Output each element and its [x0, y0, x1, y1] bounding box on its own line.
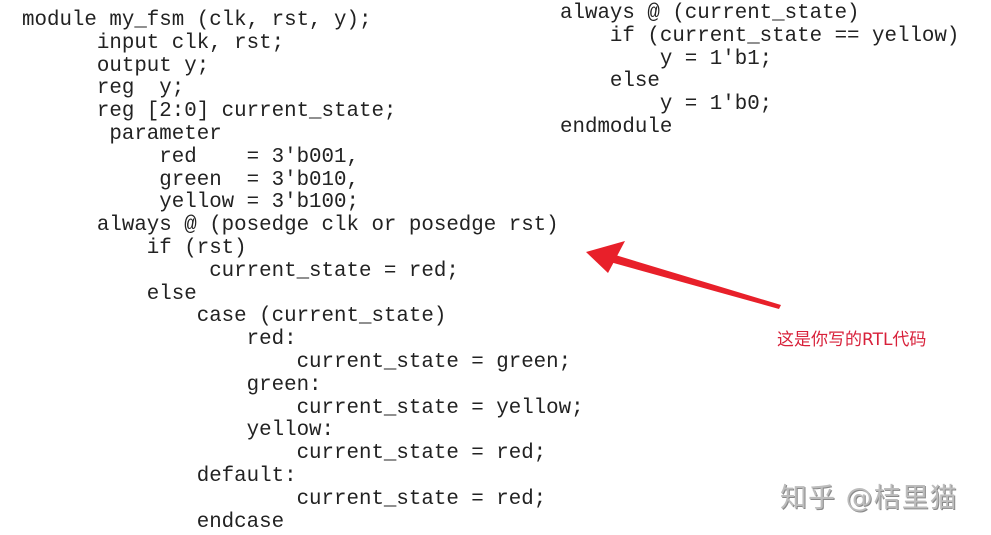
- arrow-shaft: [610, 254, 781, 309]
- code-block-right: always @ (current_state) if (current_sta…: [560, 2, 960, 140]
- code-line: reg y;: [22, 77, 185, 101]
- code-line: current_state = red;: [22, 487, 547, 511]
- code-line: else: [560, 70, 660, 94]
- annotation-label: 这是你写的RTL代码: [777, 330, 927, 350]
- code-line: case (current_state): [22, 305, 447, 329]
- code-line: always @ (posedge clk or posedge rst): [22, 214, 559, 238]
- code-line: current_state = red;: [22, 442, 547, 466]
- code-line: default:: [22, 464, 297, 488]
- code-line: output y;: [22, 54, 210, 78]
- code-line: if (rst): [22, 236, 247, 260]
- code-line: green:: [22, 373, 322, 397]
- code-line: input clk, rst;: [22, 31, 285, 55]
- watermark: 知乎 @桔里猫: [780, 483, 958, 514]
- code-line: red:: [22, 328, 297, 352]
- code-line: reg [2:0] current_state;: [22, 100, 397, 124]
- code-line: endmodule: [560, 115, 673, 139]
- code-line: yellow:: [22, 419, 335, 443]
- code-line: red = 3'b001,: [22, 145, 359, 169]
- code-line: current_state = red;: [22, 259, 459, 283]
- code-line: y = 1'b1;: [560, 47, 773, 71]
- code-line: parameter: [22, 122, 222, 146]
- code-line: if (current_state == yellow): [560, 24, 960, 48]
- code-line: current_state = green;: [22, 350, 572, 374]
- code-line: y = 1'b0;: [560, 93, 773, 117]
- code-line: green = 3'b010,: [22, 168, 359, 192]
- code-line: yellow = 3'b100;: [22, 191, 359, 215]
- code-line: module my_fsm (clk, rst, y);: [22, 9, 372, 32]
- code-line: else: [22, 282, 197, 306]
- code-line: always @ (current_state): [560, 2, 860, 25]
- arrow-head: [586, 241, 625, 273]
- code-line: endcase: [22, 510, 285, 534]
- code-line: current_state = yellow;: [22, 396, 584, 420]
- code-block-left: module my_fsm (clk, rst, y); input clk, …: [22, 9, 584, 534]
